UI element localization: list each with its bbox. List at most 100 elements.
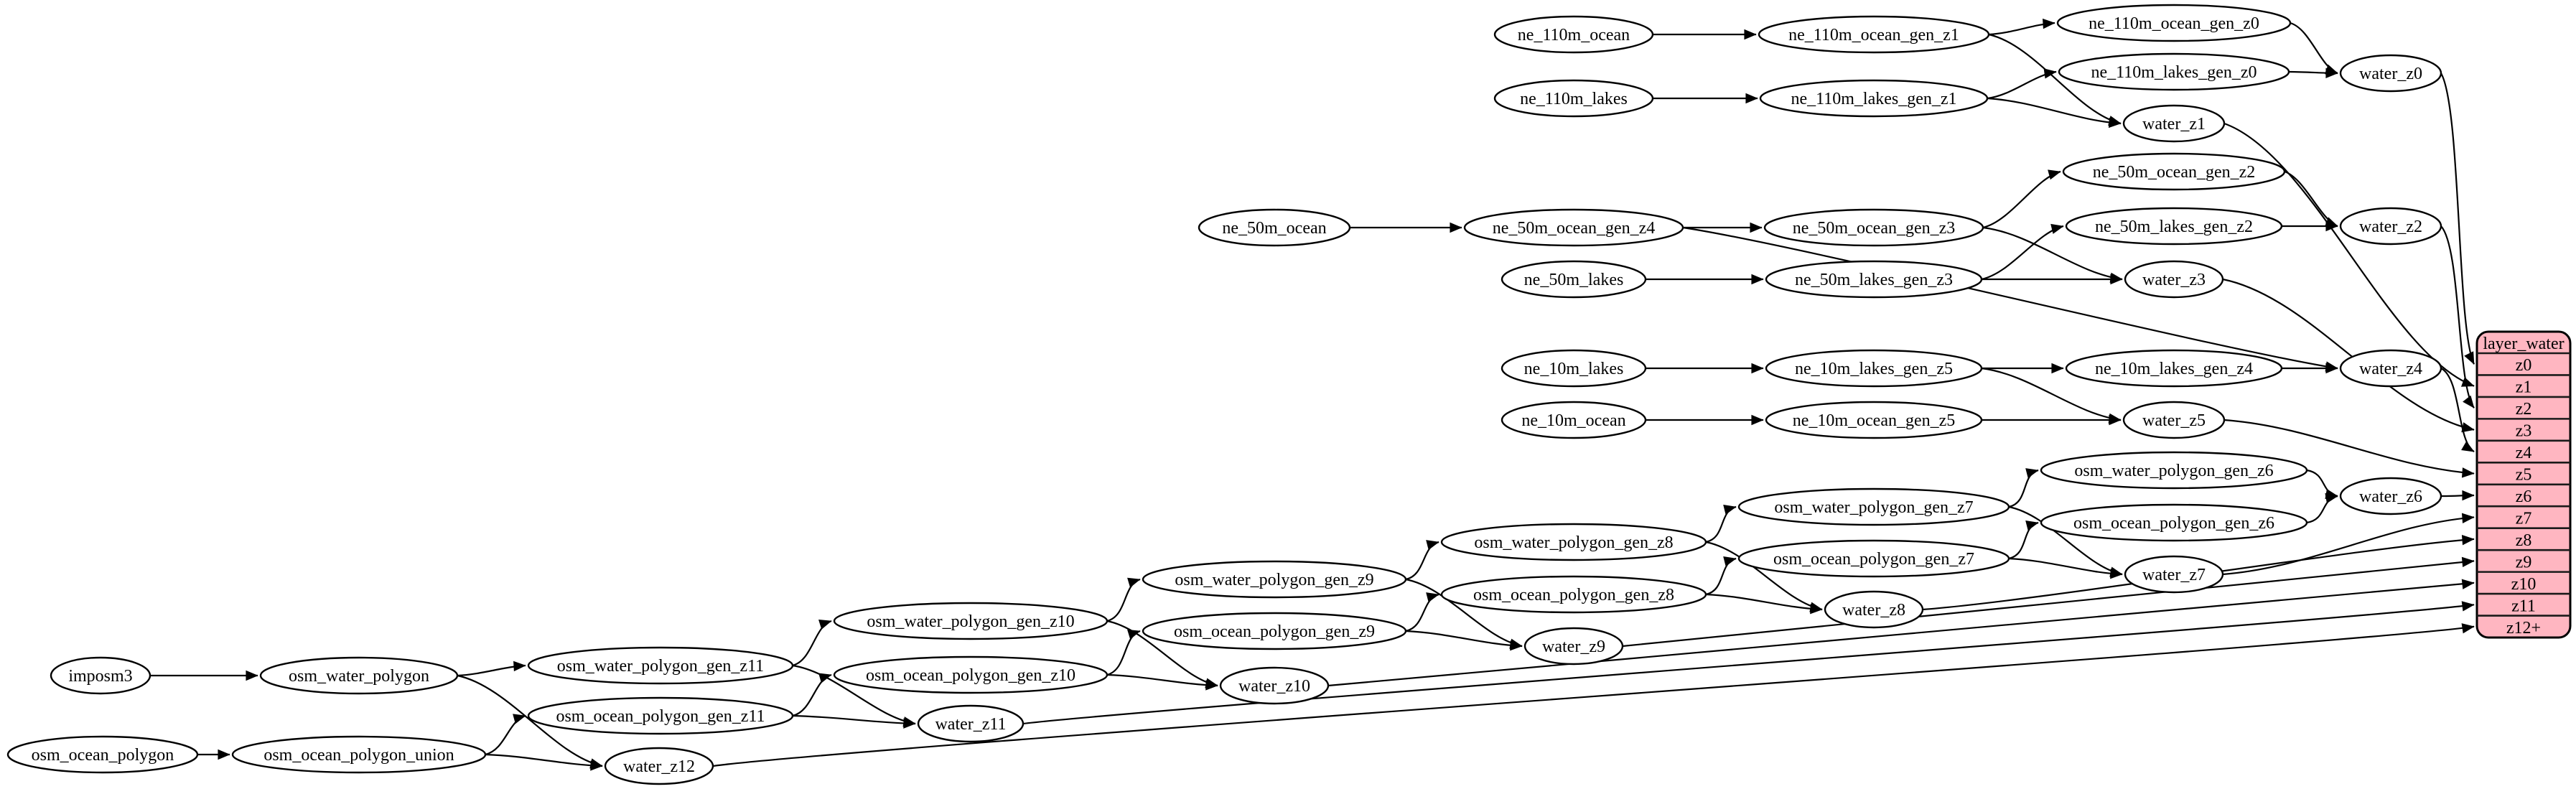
edge-osm-water-polygon-gen-z9-to-osm-water-polygon-gen-z8: [1405, 540, 1439, 581]
node-label-water-z11: water_z11: [935, 715, 1006, 734]
node-label-ne-50m-ocean-gen-z3: ne_50m_ocean_gen_z3: [1793, 219, 1956, 238]
node-ne-50m-lakes-gen-z2: ne_50m_lakes_gen_z2: [2065, 207, 2283, 246]
edge-water-z7-to-layer-water-z7: [2222, 513, 2475, 576]
node-water-z7: water_z7: [2124, 555, 2224, 594]
record-row-z1: z1: [2516, 378, 2532, 397]
edge-ne-110m-lakes-gen-z1-to-water-z1: [1987, 97, 2122, 129]
edge-osm-ocean-polygon-gen-z10-to-water-z10: [1106, 673, 1218, 691]
node-label-ne-10m-lakes: ne_10m_lakes: [1524, 360, 1624, 378]
node-label-water-z3: water_z3: [2142, 271, 2206, 289]
node-label-osm-ocean-polygon-gen-z10: osm_ocean_polygon_gen_z10: [866, 666, 1075, 685]
node-label-osm-water-polygon-gen-z10: osm_water_polygon_gen_z10: [867, 612, 1074, 631]
node-osm-ocean-polygon: osm_ocean_polygon: [6, 735, 199, 774]
edge-osm-water-polygon-gen-z10-to-osm-water-polygon-gen-z9: [1106, 577, 1141, 622]
node-water-z12: water_z12: [604, 747, 714, 785]
node-label-ne-10m-lakes-gen-z5: ne_10m_lakes_gen_z5: [1795, 360, 1953, 378]
node-ellipse-ne-10m-lakes: [1501, 349, 1647, 388]
node-ne-110m-ocean: ne_110m_ocean: [1493, 15, 1654, 54]
node-label-ne-50m-lakes-gen-z3: ne_50m_lakes_gen_z3: [1795, 271, 1953, 289]
node-ellipse-ne-50m-ocean-gen-z4: [1463, 208, 1684, 247]
node-ellipse-water-z11: [917, 704, 1025, 743]
edge-water-z2-to-layer-water-z2: [2440, 225, 2475, 408]
node-ellipse-ne-10m-lakes-gen-z4: [2065, 349, 2283, 388]
node-ellipse-water-z4: [2339, 349, 2442, 388]
node-water-z11: water_z11: [917, 704, 1025, 743]
record-row-z2: z2: [2516, 400, 2532, 419]
node-label-water-z6: water_z6: [2359, 487, 2422, 506]
node-label-osm-ocean-polygon-gen-z8: osm_ocean_polygon_gen_z8: [1473, 586, 1674, 604]
edge-ne-110m-ocean-gen-z0-to-water-z0: [2290, 22, 2338, 75]
node-label-water-z2: water_z2: [2359, 218, 2422, 236]
record-row-z9: z9: [2516, 553, 2532, 571]
edge-water-z4-to-layer-water-z4: [2440, 368, 2475, 453]
node-ellipse-ne-110m-lakes-gen-z1: [1759, 79, 1989, 118]
node-label-ne-110m-ocean: ne_110m_ocean: [1518, 26, 1630, 45]
edge-osm-ocean-polygon-union-to-water-z12: [485, 753, 603, 771]
nodes-layer: ne_110m_ocean ne_110m_ocean_gen_z1 ne_110m…: [6, 4, 2442, 785]
node-ellipse-water-z0: [2339, 54, 2442, 93]
edge-osm-water-polygon-to-osm-water-polygon-gen-z11: [457, 660, 526, 677]
node-water-z9: water_z9: [1523, 627, 1624, 666]
edge-osm-water-polygon-gen-z11-to-water-z11: [792, 664, 916, 727]
edge-water-z3-to-layer-water-z3: [2222, 278, 2475, 433]
node-ellipse-osm-ocean-polygon-union: [231, 735, 487, 774]
edge-osm-water-polygon-gen-z11-to-osm-water-polygon-gen-z10: [792, 620, 832, 667]
node-ellipse-ne-50m-ocean: [1198, 208, 1351, 247]
edge-ne-50m-ocean-gen-z3-to-water-z3: [1982, 226, 2123, 283]
node-ellipse-ne-50m-ocean-gen-z3: [1763, 208, 1984, 247]
node-label-osm-ocean-polygon-gen-z6: osm_ocean_polygon_gen_z6: [2073, 514, 2274, 533]
node-ellipse-osm-ocean-polygon-gen-z7: [1737, 539, 2010, 578]
node-label-ne-110m-ocean-gen-z1: ne_110m_ocean_gen_z1: [1788, 26, 1959, 45]
node-label-ne-50m-ocean: ne_50m_ocean: [1222, 219, 1326, 238]
node-ellipse-water-z2: [2339, 207, 2442, 246]
node-ellipse-ne-50m-ocean-gen-z2: [2062, 152, 2286, 191]
node-label-ne-10m-ocean: ne_10m_ocean: [1521, 411, 1625, 430]
node-label-ne-10m-lakes-gen-z4: ne_10m_lakes_gen_z4: [2095, 360, 2253, 378]
node-ellipse-ne-10m-ocean: [1501, 401, 1647, 439]
node-osm-ocean-polygon-gen-z6: osm_ocean_polygon_gen_z6: [2040, 503, 2308, 542]
node-label-ne-50m-lakes: ne_50m_lakes: [1524, 271, 1624, 289]
node-label-water-z7: water_z7: [2142, 566, 2206, 584]
edge-osm-water-polygon-gen-z7-to-osm-water-polygon-gen-z6: [2008, 468, 2039, 508]
node-ellipse-water-z12: [604, 747, 714, 785]
node-ne-50m-ocean: ne_50m_ocean: [1198, 208, 1351, 247]
edge-ne-50m-ocean-gen-z2-to-water-z2: [2284, 170, 2338, 228]
node-ne-10m-lakes: ne_10m_lakes: [1501, 349, 1647, 388]
node-ellipse-ne-50m-lakes-gen-z2: [2065, 207, 2283, 246]
edge-ne-110m-ocean-gen-z1-to-ne-110m-ocean-gen-z0: [1988, 18, 2055, 36]
edge-water-z12-to-layer-water-z12: [712, 623, 2475, 767]
node-ellipse-osm-ocean-polygon-gen-z11: [527, 696, 794, 735]
node-label-osm-water-polygon: osm_water_polygon: [289, 667, 429, 686]
edge-water-z9-to-layer-water-z9: [1622, 556, 2475, 648]
node-label-osm-ocean-polygon: osm_ocean_polygon: [32, 746, 174, 765]
node-ne-110m-lakes-gen-z1: ne_110m_lakes_gen_z1: [1759, 79, 1989, 118]
record-row-z12: z12+: [2506, 619, 2541, 638]
node-ellipse-osm-ocean-polygon-gen-z6: [2040, 503, 2308, 542]
edge-osm-ocean-polygon-gen-z7-to-osm-ocean-polygon-gen-z6: [2008, 520, 2039, 560]
node-label-osm-ocean-polygon-union: osm_ocean_polygon_union: [263, 746, 454, 765]
node-ellipse-ne-110m-ocean: [1493, 15, 1654, 54]
node-ellipse-water-z3: [2124, 260, 2224, 299]
edge-water-z6-to-layer-water-z6: [2440, 490, 2475, 501]
node-osm-water-polygon-gen-z10: osm_water_polygon_gen_z10: [833, 602, 1109, 640]
node-label-water-z5: water_z5: [2142, 411, 2206, 430]
node-label-ne-50m-ocean-gen-z4: ne_50m_ocean_gen_z4: [1493, 219, 1656, 238]
record-row-z0: z0: [2516, 356, 2532, 375]
node-ne-10m-lakes-gen-z4: ne_10m_lakes_gen_z4: [2065, 349, 2283, 388]
node-water-z10: water_z10: [1219, 666, 1330, 705]
node-label-osm-water-polygon-gen-z6: osm_water_polygon_gen_z6: [2074, 462, 2273, 480]
node-imposm3: imposm3: [50, 656, 151, 695]
node-ellipse-ne-10m-ocean-gen-z5: [1765, 401, 1983, 439]
node-label-ne-110m-ocean-gen-z0: ne_110m_ocean_gen_z0: [2089, 14, 2259, 33]
node-ellipse-ne-110m-lakes: [1493, 79, 1654, 118]
edge-osm-water-polygon-gen-z8-to-osm-water-polygon-gen-z7: [1705, 504, 1737, 543]
node-label-water-z12: water_z12: [623, 757, 695, 776]
edge-osm-water-polygon-gen-z7-to-water-z7: [2008, 505, 2123, 577]
node-ellipse-water-z1: [2122, 104, 2226, 143]
edge-osm-water-polygon-to-water-z12: [457, 674, 603, 769]
node-osm-water-polygon-gen-z9: osm_water_polygon_gen_z9: [1142, 560, 1407, 599]
node-ne-110m-lakes-gen-z0: ne_110m_lakes_gen_z0: [2058, 52, 2290, 91]
edge-ne-50m-lakes-gen-z3-to-ne-50m-lakes-gen-z2: [1981, 223, 2064, 281]
